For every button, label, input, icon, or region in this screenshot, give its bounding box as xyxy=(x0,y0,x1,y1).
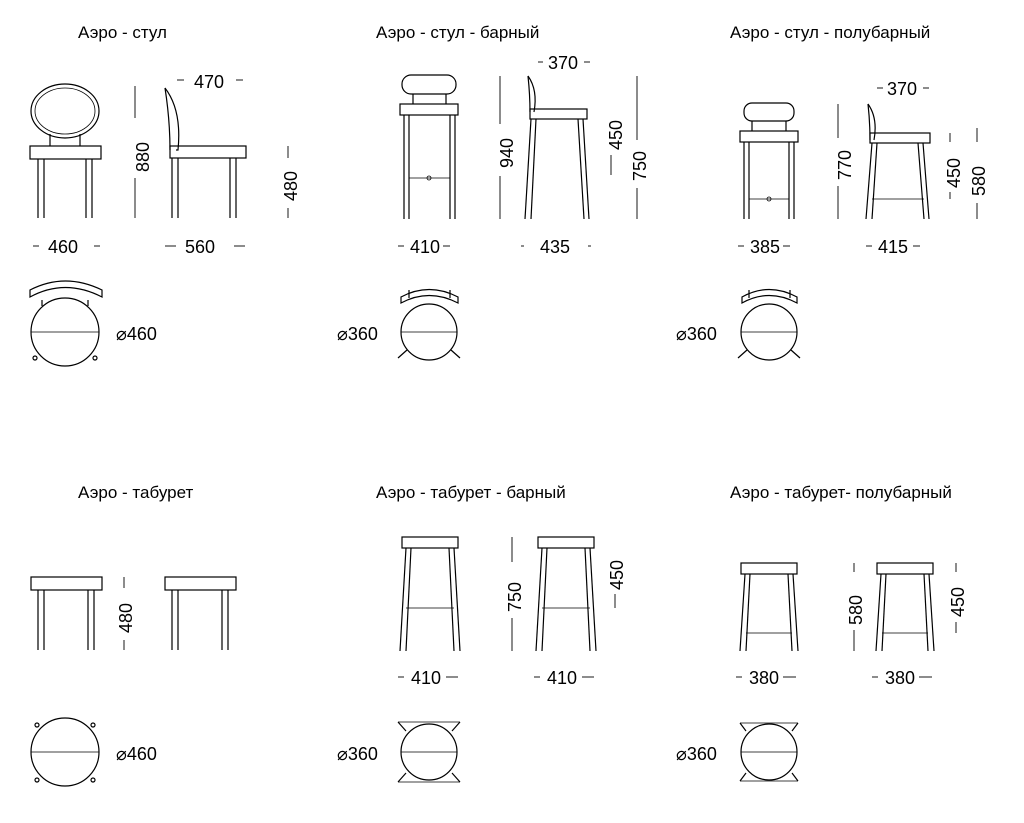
stool-bar-top-view xyxy=(397,721,461,783)
stool-bar-side-view xyxy=(535,536,597,652)
dim-chair-bar-width: 410 xyxy=(410,237,440,257)
title-stool-halfbar: Аэро - табурет- полубарный xyxy=(730,483,952,502)
title-stool-bar: Аэро - табурет - барный xyxy=(376,483,566,502)
chair-halfbar-top-view xyxy=(737,288,801,361)
chair-bar-side-view xyxy=(524,75,590,220)
dim-stool-bar-height: 750 xyxy=(505,582,525,612)
title-chair-halfbar: Аэро - стул - полубарный xyxy=(730,23,930,42)
dim-chair-seat-height: 480 xyxy=(281,171,301,201)
dim-chair-halfbar-width: 385 xyxy=(750,237,780,257)
dim-chair-halfbar-seat-height: 580 xyxy=(969,166,989,196)
dim-stool-halfbar-foot: 450 xyxy=(948,587,968,617)
dim-chair-bar-diameter: ⌀360 xyxy=(337,324,378,344)
dim-chair-halfbar-depth: 415 xyxy=(878,237,908,257)
dim-chair-halfbar-seat-depth: 370 xyxy=(887,79,917,99)
dim-chair-bar-seat-height: 750 xyxy=(630,151,650,181)
dim-chair-bar-height: 940 xyxy=(497,138,517,168)
dim-chair-bar-back: 450 xyxy=(606,120,626,150)
title-chair: Аэро - стул xyxy=(78,23,167,42)
dim-stool-halfbar-width: 380 xyxy=(749,668,779,688)
dim-chair-halfbar-back: 450 xyxy=(944,158,964,188)
chair-dimensions: 460 560 470 880 480 ⌀460 xyxy=(33,72,301,344)
stool-halfbar-front-view xyxy=(739,562,799,652)
dim-chair-seat-depth: 470 xyxy=(194,72,224,92)
chair-halfbar-side-view xyxy=(865,103,931,220)
chair-front-view xyxy=(29,83,102,218)
stool-halfbar-side-view xyxy=(875,562,935,652)
chair-halfbar-dimensions: 385 415 370 770 450 580 ⌀360 xyxy=(676,79,989,344)
title-stool: Аэро - табурет xyxy=(78,483,193,502)
stool-top-view xyxy=(30,717,100,787)
chair-bar-front-view xyxy=(399,74,459,219)
dim-chair-halfbar-diameter: ⌀360 xyxy=(676,324,717,344)
stool-dimensions: 480 ⌀460 xyxy=(116,577,157,764)
dim-stool-bar-foot: 450 xyxy=(607,560,627,590)
dim-chair-height: 880 xyxy=(133,142,153,172)
chair-side-view xyxy=(164,87,247,218)
dim-stool-height: 480 xyxy=(116,603,136,633)
dim-stool-bar-diameter: ⌀360 xyxy=(337,744,378,764)
dim-stool-bar-width: 410 xyxy=(411,668,441,688)
dim-stool-halfbar-height: 580 xyxy=(846,595,866,625)
stool-bar-dimensions: 410 410 750 450 ⌀360 xyxy=(337,537,627,764)
dim-chair-width: 460 xyxy=(48,237,78,257)
stool-front-view xyxy=(30,576,103,650)
dim-stool-halfbar-depth: 380 xyxy=(885,668,915,688)
dim-chair-bar-depth: 435 xyxy=(540,237,570,257)
stool-side-view xyxy=(164,576,237,650)
stool-bar-front-view xyxy=(399,536,461,652)
chair-bar-dimensions: 410 435 370 940 450 750 ⌀360 xyxy=(337,53,650,344)
dim-chair-depth: 560 xyxy=(185,237,215,257)
chair-top-view xyxy=(29,280,103,367)
stool-halfbar-top-view xyxy=(739,722,799,782)
chair-bar-top-view xyxy=(397,288,461,361)
dim-stool-diameter: ⌀460 xyxy=(116,744,157,764)
dim-chair-bar-seat-depth: 370 xyxy=(548,53,578,73)
stool-halfbar-dimensions: 380 380 580 450 ⌀360 xyxy=(676,563,968,764)
dim-chair-diameter: ⌀460 xyxy=(116,324,157,344)
dim-chair-halfbar-height: 770 xyxy=(835,150,855,180)
dim-stool-halfbar-diameter: ⌀360 xyxy=(676,744,717,764)
dim-stool-bar-depth: 410 xyxy=(547,668,577,688)
title-chair-bar: Аэро - стул - барный xyxy=(376,23,539,42)
chair-halfbar-front-view xyxy=(739,102,799,219)
